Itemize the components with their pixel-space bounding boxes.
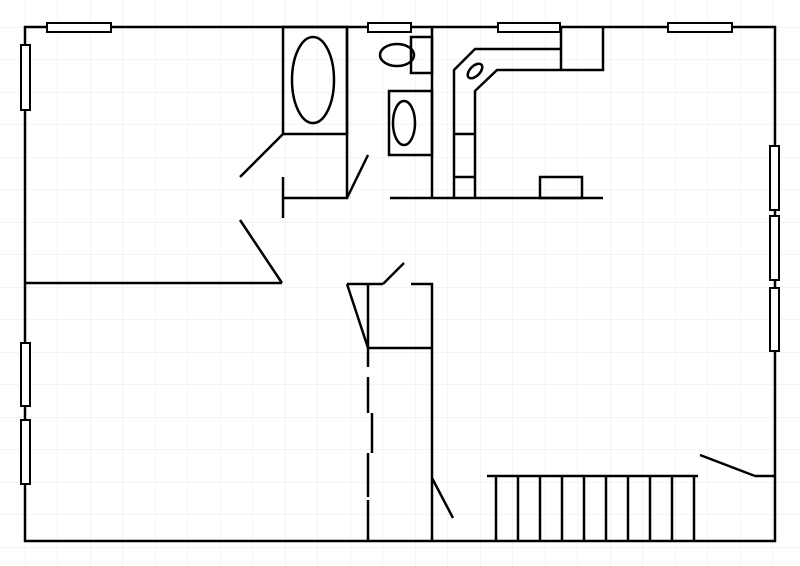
window — [20, 342, 31, 407]
kitchen-sink — [466, 62, 484, 80]
window — [46, 22, 112, 33]
window — [20, 44, 31, 111]
window — [20, 419, 31, 485]
window — [497, 22, 561, 33]
window — [367, 22, 412, 33]
windows — [20, 22, 780, 485]
stairs — [487, 474, 698, 541]
door-swings — [238, 133, 756, 519]
window — [667, 22, 733, 33]
window — [769, 287, 780, 352]
window — [769, 215, 780, 281]
window — [769, 145, 780, 211]
kitchen-counter — [452, 27, 605, 200]
stove — [538, 175, 584, 200]
